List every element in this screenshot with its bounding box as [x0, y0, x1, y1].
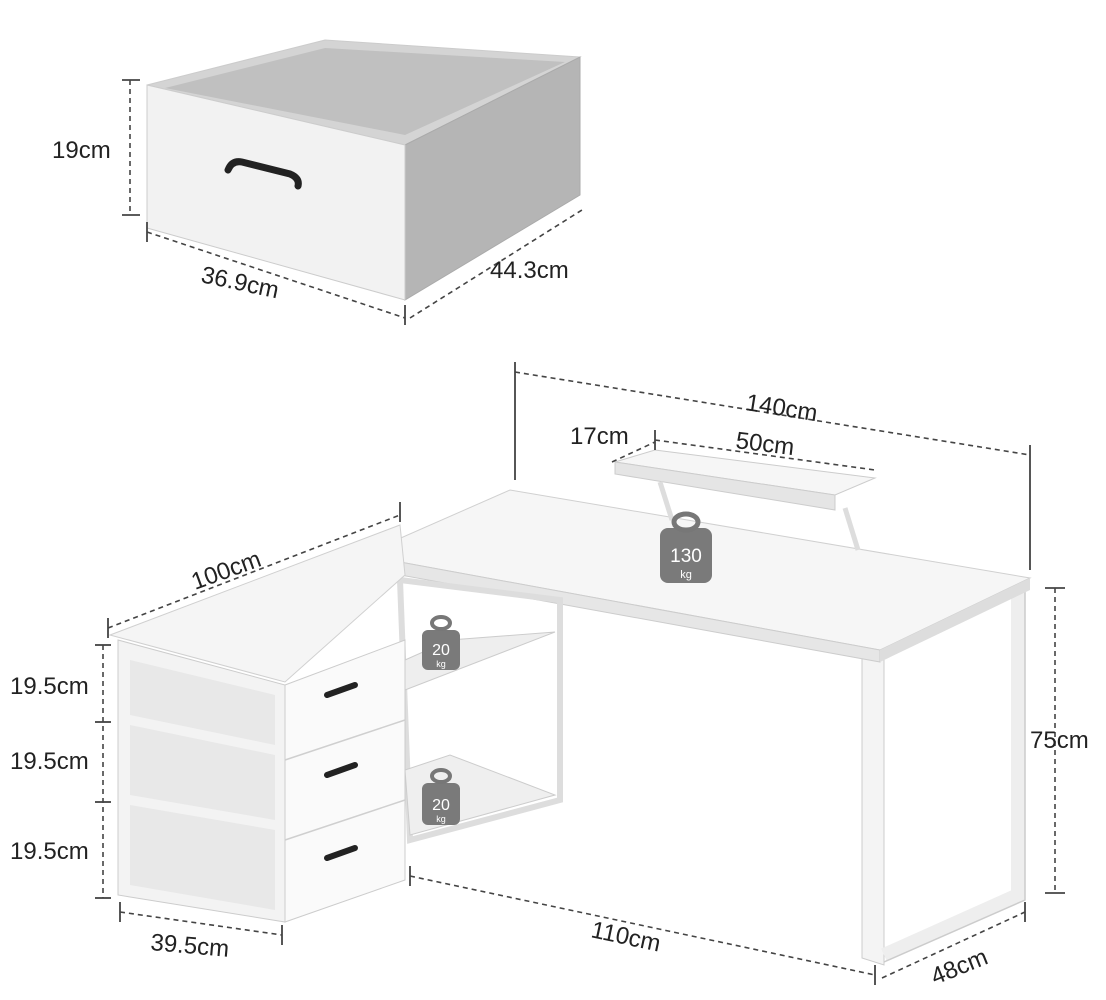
drawer-illustration: [146, 39, 582, 301]
drawer-handle-icon: [324, 845, 358, 861]
svg-text:130: 130: [670, 546, 702, 567]
drawer-width-label: 36.9cm: [199, 261, 282, 304]
drawer-handle-icon: [224, 158, 302, 190]
weight-130kg-icon: 130 kg: [660, 511, 712, 583]
drawer-height-label-1: 19.5cm: [10, 673, 89, 700]
desk-length-label: 140cm: [744, 389, 819, 427]
weight-20kg-upper-icon: 20 kg: [422, 615, 460, 670]
weight-20kg-lower-icon: 20 kg: [422, 768, 460, 825]
svg-text:20: 20: [432, 797, 450, 814]
riser-length-label: 50cm: [734, 427, 796, 461]
desk-height-label: 75cm: [1030, 727, 1089, 754]
drawer-depth-label: 44.3cm: [490, 257, 569, 284]
under-length-label: 110cm: [589, 916, 663, 957]
drawer-height-label-3: 19.5cm: [10, 838, 89, 865]
svg-text:20: 20: [432, 642, 450, 659]
desk-depth-label: 48cm: [927, 944, 992, 991]
drawer-height-label-2: 19.5cm: [10, 748, 89, 775]
desk-illustration: [108, 449, 1032, 966]
riser-depth-label: 17cm: [570, 423, 629, 450]
svg-text:kg: kg: [680, 569, 692, 581]
drawer-handle-icon: [324, 682, 358, 698]
cabinet-depth-label: 39.5cm: [149, 929, 230, 963]
svg-text:kg: kg: [436, 814, 446, 824]
drawer-handle-icon: [324, 762, 358, 778]
svg-text:kg: kg: [436, 659, 446, 669]
drawer-height-label: 19cm: [52, 137, 111, 164]
